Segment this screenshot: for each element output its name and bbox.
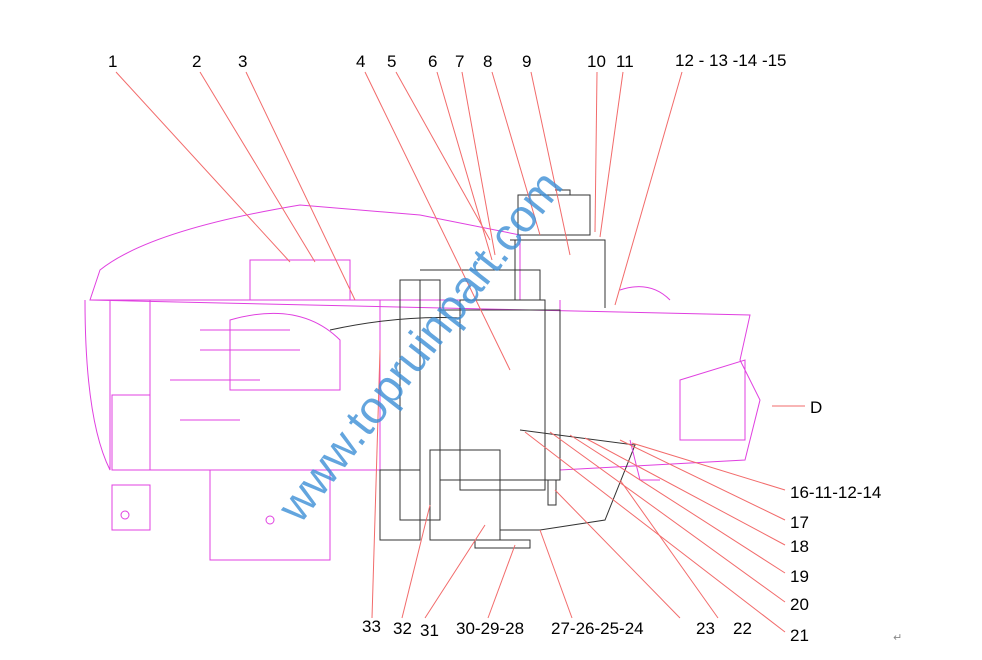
callout-11: 11	[616, 52, 634, 71]
callouts-top: 1 2 3 4 5 6 7 8 9 10 11 12 - 13 -14 -15	[108, 51, 787, 71]
callout-5: 5	[387, 52, 396, 71]
callout-23: 23	[696, 619, 715, 638]
callout-17: 17	[790, 513, 809, 532]
callout-4: 4	[356, 52, 365, 71]
callout-1: 1	[108, 52, 117, 71]
watermark: www.topruinpart.com	[266, 161, 572, 532]
callout-20: 20	[790, 595, 809, 614]
callouts-bottom: 33 32 31 30-29-28 27-26-25-24 23 22	[362, 617, 752, 640]
leader-lines	[115, 71, 805, 633]
callout-32: 32	[393, 619, 412, 638]
callout-D: D	[810, 398, 822, 417]
callout-12-15: 12 - 13 -14 -15	[675, 51, 787, 70]
callout-21: 21	[790, 626, 809, 645]
callout-3: 3	[238, 52, 247, 71]
return-mark: ↵	[893, 631, 902, 644]
callout-30-29-28: 30-29-28	[456, 619, 524, 638]
callout-2: 2	[192, 52, 201, 71]
callout-22: 22	[733, 619, 752, 638]
callout-16-11-12-14: 16-11-12-14	[790, 483, 881, 502]
callout-19: 19	[790, 567, 809, 586]
callout-7: 7	[455, 52, 464, 71]
callout-9: 9	[522, 52, 531, 71]
callout-6: 6	[428, 52, 437, 71]
callout-18: 18	[790, 537, 809, 556]
callouts-right: D 16-11-12-14 17 18 19 20 21	[790, 398, 881, 645]
callout-27-24: 27-26-25-24	[551, 619, 644, 638]
callout-8: 8	[483, 52, 492, 71]
callout-31: 31	[420, 621, 439, 640]
callout-10: 10	[587, 52, 606, 71]
callout-33: 33	[362, 617, 381, 636]
